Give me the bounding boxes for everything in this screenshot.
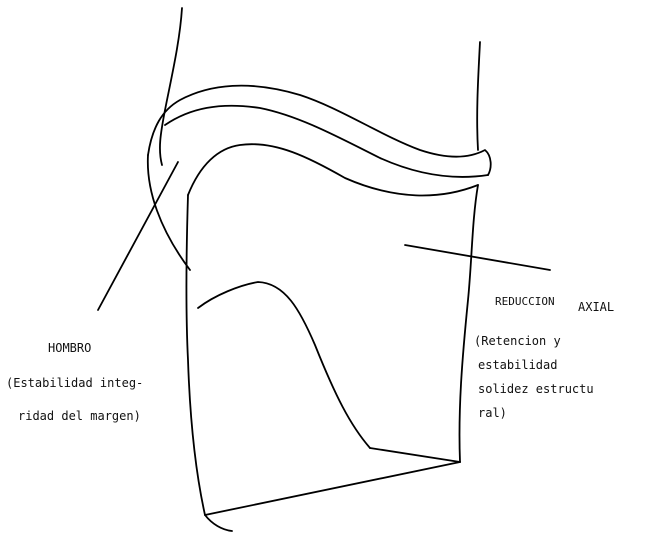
label-axial: AXIAL xyxy=(578,300,614,314)
shoulder-outer-curve xyxy=(148,86,491,175)
label-reduccion: REDUCCION xyxy=(495,295,555,308)
tooth-outline-right xyxy=(477,42,480,150)
label-reduccion-desc-2: estabilidad xyxy=(478,358,557,372)
label-reduccion-desc-4: ral) xyxy=(478,406,507,420)
label-hombro-desc-2: ridad del margen) xyxy=(18,409,141,423)
shoulder-left-face xyxy=(148,155,190,270)
label-reduccion-desc-3: solidez estructu xyxy=(478,382,594,396)
leader-line-hombro xyxy=(98,162,178,310)
preparation-top-curve xyxy=(188,144,478,195)
margin-bottom-edge xyxy=(205,462,460,515)
shoulder-middle-curve xyxy=(165,106,488,177)
label-reduccion-desc-1: (Retencion y xyxy=(474,334,561,348)
label-hombro-desc-1: (Estabilidad integ- xyxy=(6,376,143,390)
leader-line-reduccion xyxy=(405,245,550,270)
preparation-right-wall xyxy=(459,185,478,462)
tooth-outline-left xyxy=(160,8,182,165)
margin-top-edge xyxy=(370,448,460,462)
margin-base-corner xyxy=(205,515,232,531)
axial-plane-curve xyxy=(198,282,370,448)
preparation-left-wall xyxy=(187,195,206,515)
label-hombro: HOMBRO xyxy=(48,341,91,355)
